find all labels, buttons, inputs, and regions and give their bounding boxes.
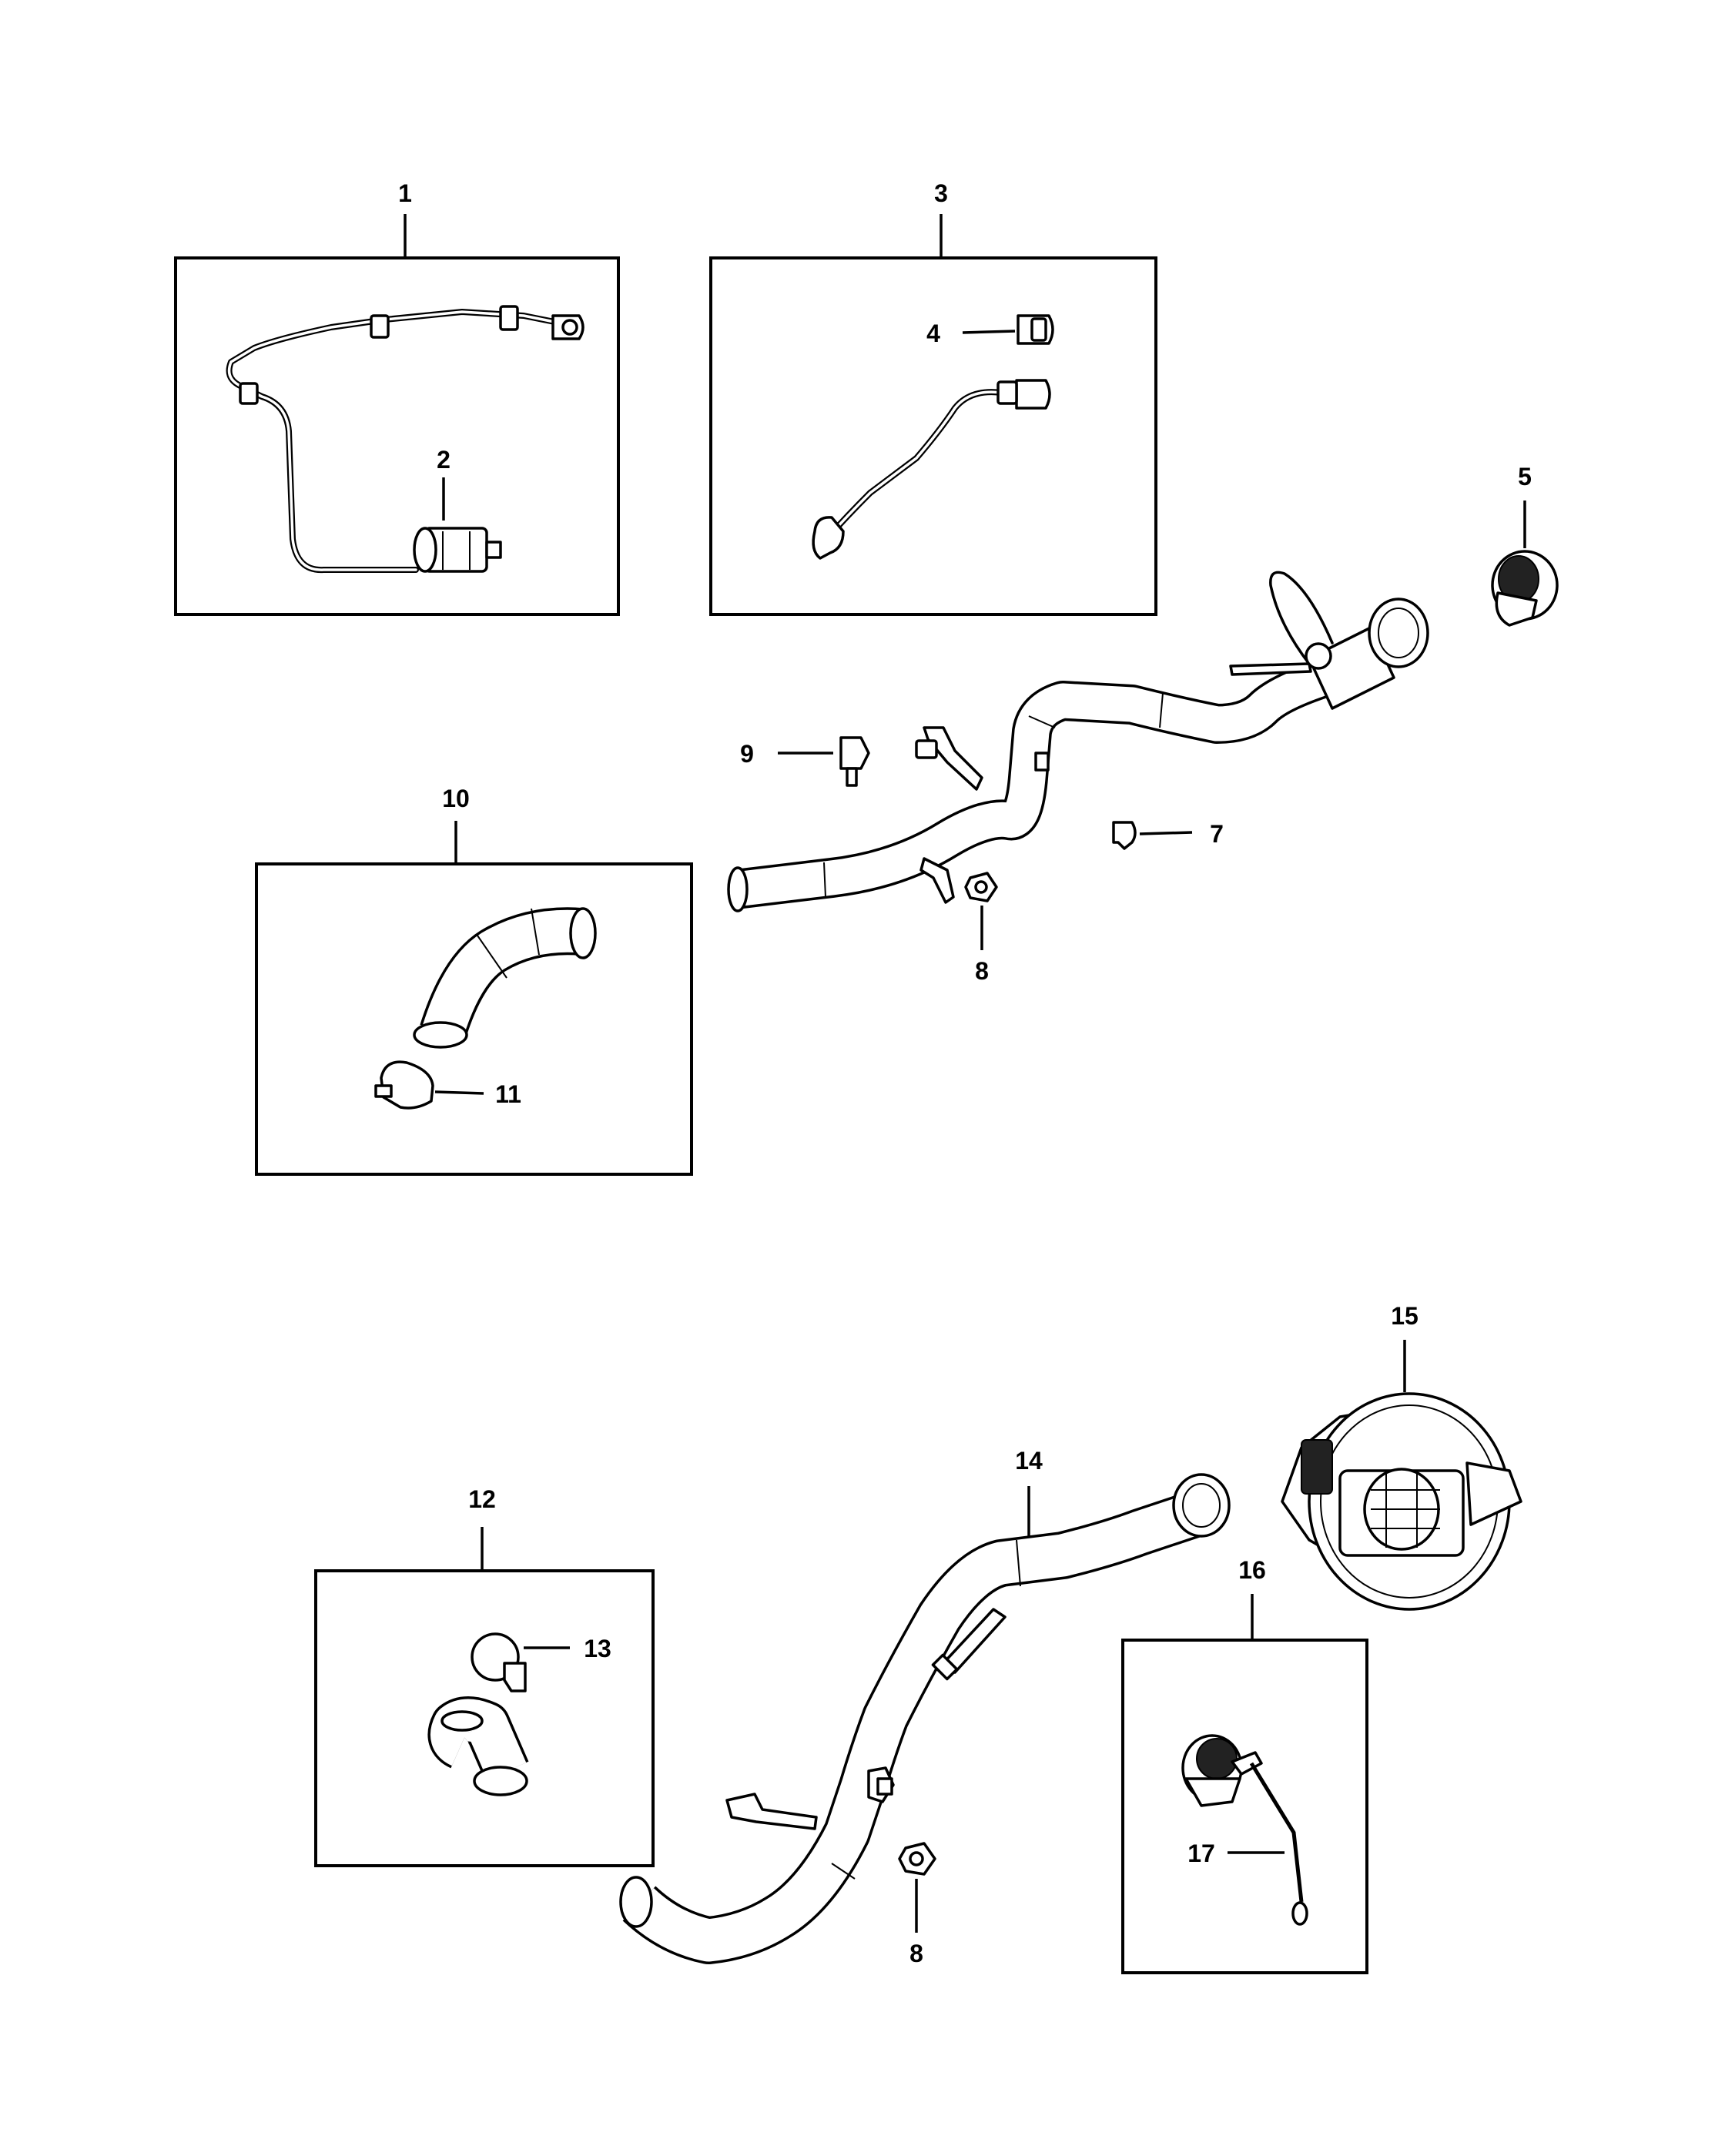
box-part-10: 10 11 [255,785,693,1176]
fuel-door-housing-part-15: 15 [1281,1302,1522,1611]
filler-tube-part-6 [727,571,1429,912]
callout-8-top: 8 [975,957,989,985]
callout-9: 9 [740,740,754,768]
vapor-line [812,379,1051,560]
clamp-part-11: 11 [374,1060,521,1110]
fuel-line-part-1 [226,305,584,574]
hose-part-12 [427,1696,529,1796]
clip-part-9: 9 [740,736,870,787]
nut-part-8-top: 8 [964,872,998,985]
tether-part-17: 17 [1187,1762,1308,1926]
fuel-filter-part-2 [413,527,502,573]
callout-14: 14 [1015,1447,1043,1475]
hose-part-10 [413,907,597,1049]
box-part-1: 1 2 [174,179,620,616]
filler-tube-part-14: 14 [619,1447,1231,1964]
callout-16: 16 [1238,1556,1266,1584]
callout-5: 5 [1518,463,1532,490]
callout-4: 4 [926,320,940,347]
callout-13: 13 [584,1635,611,1662]
box-part-3: 3 4 [709,179,1157,616]
callout-12: 12 [468,1485,496,1513]
callout-17: 17 [1187,1840,1215,1867]
callout-10: 10 [442,785,470,812]
callout-11: 11 [495,1080,521,1108]
box-part-12: 12 13 [314,1485,655,1867]
fuel-cap-part-5: 5 [1491,463,1559,627]
callout-8-bottom: 8 [909,1940,923,1967]
callout-3: 3 [934,179,948,207]
connector-part-4 [1017,314,1054,345]
fuel-cap-part-16 [1181,1734,1263,1807]
callout-15: 15 [1391,1302,1419,1330]
clamp-part-13: 13 [471,1632,611,1692]
callout-7: 7 [1210,820,1224,848]
callout-2: 2 [437,446,451,474]
clip-part-7: 7 [1112,820,1224,850]
callout-1: 1 [398,179,412,207]
nut-part-8-bottom: 8 [898,1842,936,1967]
box-part-16: 16 17 [1121,1556,1368,1974]
